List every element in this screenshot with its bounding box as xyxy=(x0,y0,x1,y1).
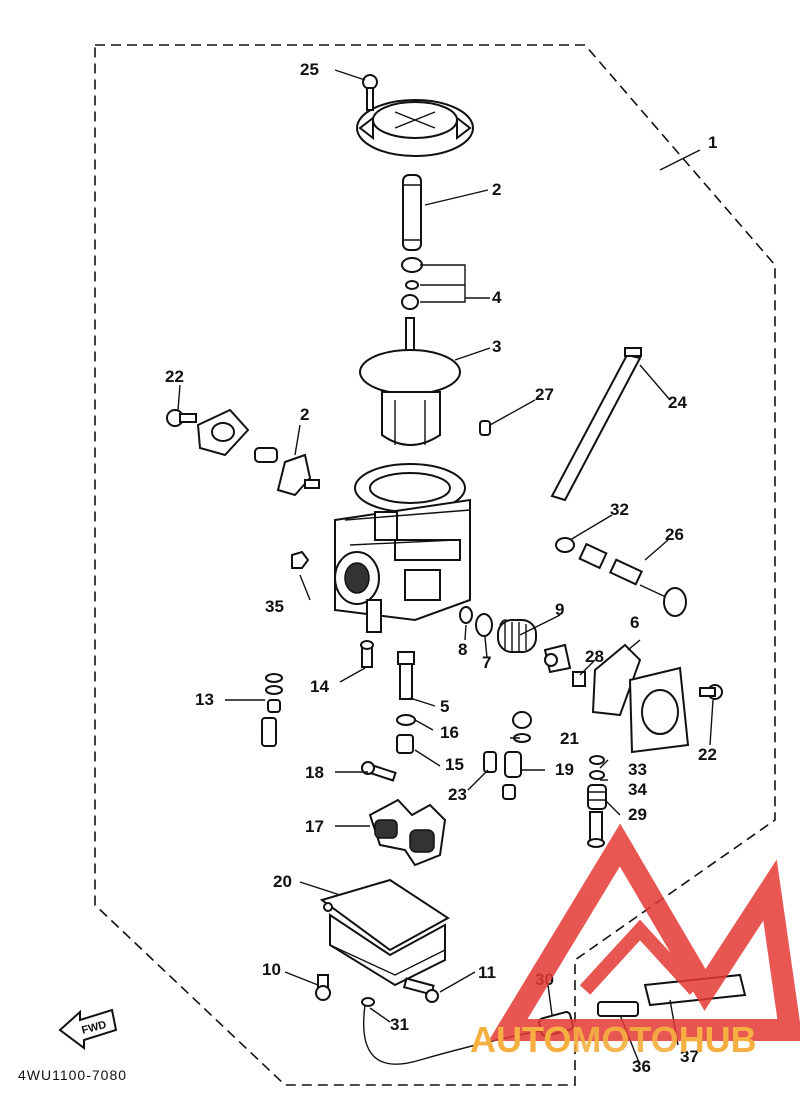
valve-26 xyxy=(578,542,687,617)
label-6: 6 xyxy=(630,613,639,632)
fitting-36 xyxy=(597,1001,639,1017)
label-7: 7 xyxy=(482,653,491,672)
label-17: 17 xyxy=(305,817,324,836)
washer-8 xyxy=(459,606,473,624)
jet-15 xyxy=(396,734,414,754)
lever-28 xyxy=(543,643,586,687)
label-4: 4 xyxy=(492,288,502,307)
label-13: 13 xyxy=(195,690,214,709)
label-11: 11 xyxy=(478,963,496,982)
ring-7 xyxy=(475,613,493,637)
spring-2-left xyxy=(254,447,320,497)
autmotohub-logo xyxy=(488,823,800,1041)
spring-29 xyxy=(587,784,607,848)
fwd-arrow-icon: FWD xyxy=(58,1008,118,1050)
part-labels: 25 2 1 4 3 22 2 27 24 32 26 9 8 7 6 28 3… xyxy=(165,60,717,1076)
washer-34 xyxy=(589,770,605,780)
label-22b: 22 xyxy=(698,745,717,764)
label-15: 15 xyxy=(445,755,464,774)
clamp-31 xyxy=(361,997,375,1007)
label-16: 16 xyxy=(440,723,459,742)
pilot-screw-13 xyxy=(261,673,283,747)
watermark-hub: HUB xyxy=(679,1019,757,1060)
watermark-auto: AUTO xyxy=(470,1019,571,1060)
label-27: 27 xyxy=(535,385,554,404)
label-21: 21 xyxy=(560,729,579,748)
label-1: 1 xyxy=(708,133,717,152)
label-24: 24 xyxy=(668,393,687,412)
leader-lines xyxy=(177,69,714,1066)
diagram-code: 4WU1100-7080 xyxy=(18,1067,127,1083)
screw-23 xyxy=(483,751,497,773)
needle-valve-19 xyxy=(504,751,522,778)
washer-16 xyxy=(396,714,416,726)
label-3: 3 xyxy=(492,337,501,356)
o-ring-32 xyxy=(555,537,575,553)
carb-body xyxy=(334,463,471,633)
label-26: 26 xyxy=(665,525,684,544)
needle-tip-19 xyxy=(502,784,516,800)
label-25: 25 xyxy=(300,60,319,79)
label-5: 5 xyxy=(440,697,449,716)
screw-25 xyxy=(362,74,378,111)
label-14: 14 xyxy=(310,677,329,696)
label-10: 10 xyxy=(262,960,281,979)
label-18: 18 xyxy=(305,763,324,782)
cap-21 xyxy=(512,711,532,729)
cover-22-right xyxy=(628,666,690,754)
watermark-moto: MOTO xyxy=(571,1019,678,1060)
label-8: 8 xyxy=(458,640,467,659)
label-34: 34 xyxy=(628,780,647,799)
label-2a: 2 xyxy=(492,180,501,199)
screw-10 xyxy=(315,974,331,1001)
spring-9 xyxy=(497,619,537,653)
label-37: 37 xyxy=(680,1047,699,1066)
assembly-boundary xyxy=(94,44,776,1086)
jet-27 xyxy=(479,420,491,436)
cover-22-left xyxy=(196,408,250,457)
label-31: 31 xyxy=(390,1015,409,1034)
screw-11 xyxy=(402,977,439,1003)
rod-24 xyxy=(550,347,642,502)
label-29: 29 xyxy=(628,805,647,824)
label-23: 23 xyxy=(448,785,467,804)
label-36: 36 xyxy=(632,1057,651,1076)
spring-2-top xyxy=(402,174,422,251)
diaphragm-3 xyxy=(359,349,461,446)
nut-35 xyxy=(291,550,310,569)
label-20: 20 xyxy=(273,872,292,891)
screw-14 xyxy=(360,640,374,668)
screw-18 xyxy=(361,761,397,782)
label-28: 28 xyxy=(585,647,604,666)
label-19: 19 xyxy=(555,760,574,779)
label-22a: 22 xyxy=(165,367,184,386)
screw-22-left xyxy=(166,409,197,427)
carb-top-cover xyxy=(356,99,474,157)
label-32: 32 xyxy=(610,500,629,519)
screw-22-right xyxy=(699,684,723,700)
label-33: 33 xyxy=(628,760,647,779)
float-17 xyxy=(368,798,447,867)
label-35: 35 xyxy=(265,597,284,616)
nozzle-5 xyxy=(397,651,415,700)
label-9: 9 xyxy=(555,600,564,619)
float-bowl-20 xyxy=(319,878,450,987)
o-ring-33 xyxy=(589,755,605,765)
label-2b: 2 xyxy=(300,405,309,424)
watermark-text: AUTOMOTOHUB xyxy=(470,1019,757,1060)
